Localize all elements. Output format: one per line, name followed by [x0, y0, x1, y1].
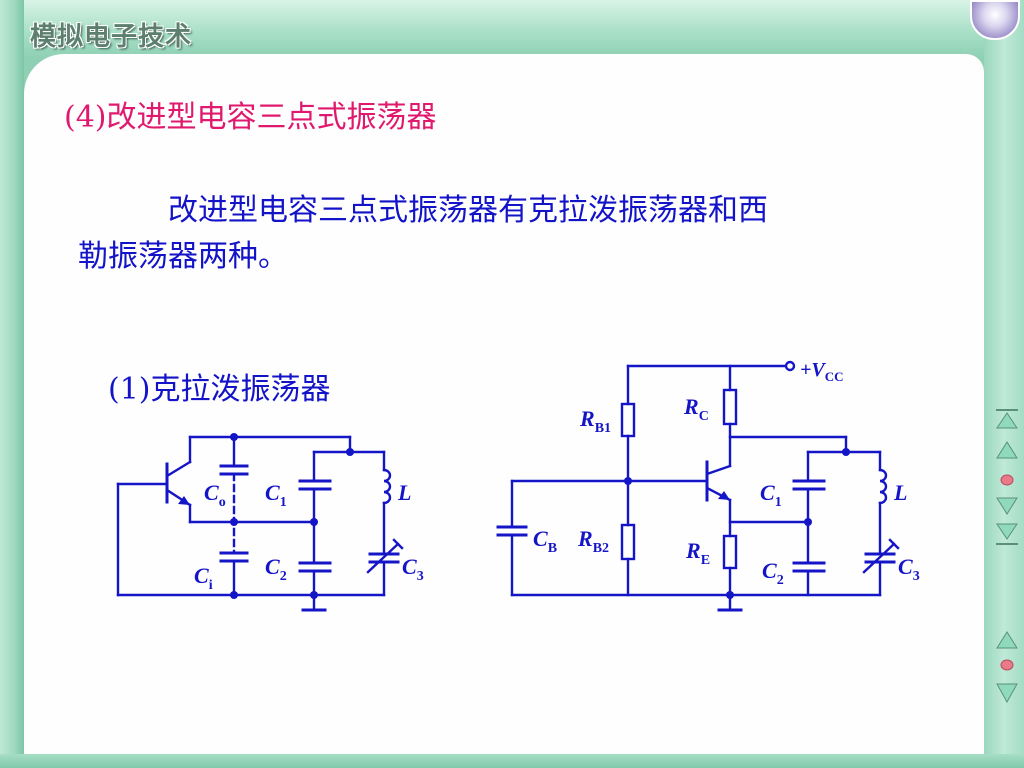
decorative-orb-icon	[970, 0, 1020, 40]
first-page-icon[interactable]	[996, 409, 1018, 429]
forward-icon[interactable]	[996, 683, 1018, 704]
label-c1: C1	[265, 480, 287, 510]
label-rb1: RB1	[579, 406, 611, 436]
label-l-b: L	[893, 480, 907, 505]
label-cb: CB	[533, 526, 557, 556]
label-c2-b: C2	[762, 558, 784, 588]
slide-heading: (4)改进型电容三点式振荡器	[64, 100, 437, 135]
next-page-icon[interactable]	[996, 497, 1018, 515]
title-bar-background	[0, 0, 1024, 58]
left-frame	[0, 0, 24, 768]
label-vcc: +VCC	[800, 359, 844, 384]
clapp-circuit	[116, 435, 404, 612]
label-co: Co	[204, 480, 226, 510]
label-rc: RC	[683, 394, 709, 424]
label-re: RE	[685, 538, 710, 568]
label-c3-b: C3	[898, 554, 920, 584]
slide-paragraph: 改进型电容三点式振荡器有克拉泼振荡器和西 勒振荡器两种。	[78, 188, 978, 280]
second-circuit	[496, 360, 900, 612]
back-icon[interactable]	[996, 631, 1018, 649]
label-c3: C3	[402, 554, 424, 584]
slide-content-area	[24, 54, 984, 754]
course-logo: 模拟电子技术	[30, 22, 193, 52]
home-dot-icon[interactable]	[1000, 474, 1014, 486]
label-ci: Ci	[194, 563, 213, 593]
second-junction-dots	[624, 448, 850, 599]
clapp-junction-dots	[230, 433, 354, 599]
label-c1-b: C1	[760, 480, 782, 510]
bottom-frame	[0, 754, 1024, 768]
last-page-icon[interactable]	[996, 523, 1018, 545]
paragraph-line-2: 勒振荡器两种。	[78, 239, 288, 274]
return-dot-icon[interactable]	[1000, 659, 1014, 671]
subheading-clapp: (1)克拉泼振荡器	[108, 372, 331, 407]
paragraph-line-1: 改进型电容三点式振荡器有克拉泼振荡器和西	[168, 193, 768, 228]
nav-icons	[996, 409, 1018, 704]
prev-page-icon[interactable]	[996, 441, 1018, 459]
label-rb2: RB2	[577, 526, 609, 556]
label-l: L	[397, 480, 411, 505]
label-c2: C2	[265, 554, 287, 584]
